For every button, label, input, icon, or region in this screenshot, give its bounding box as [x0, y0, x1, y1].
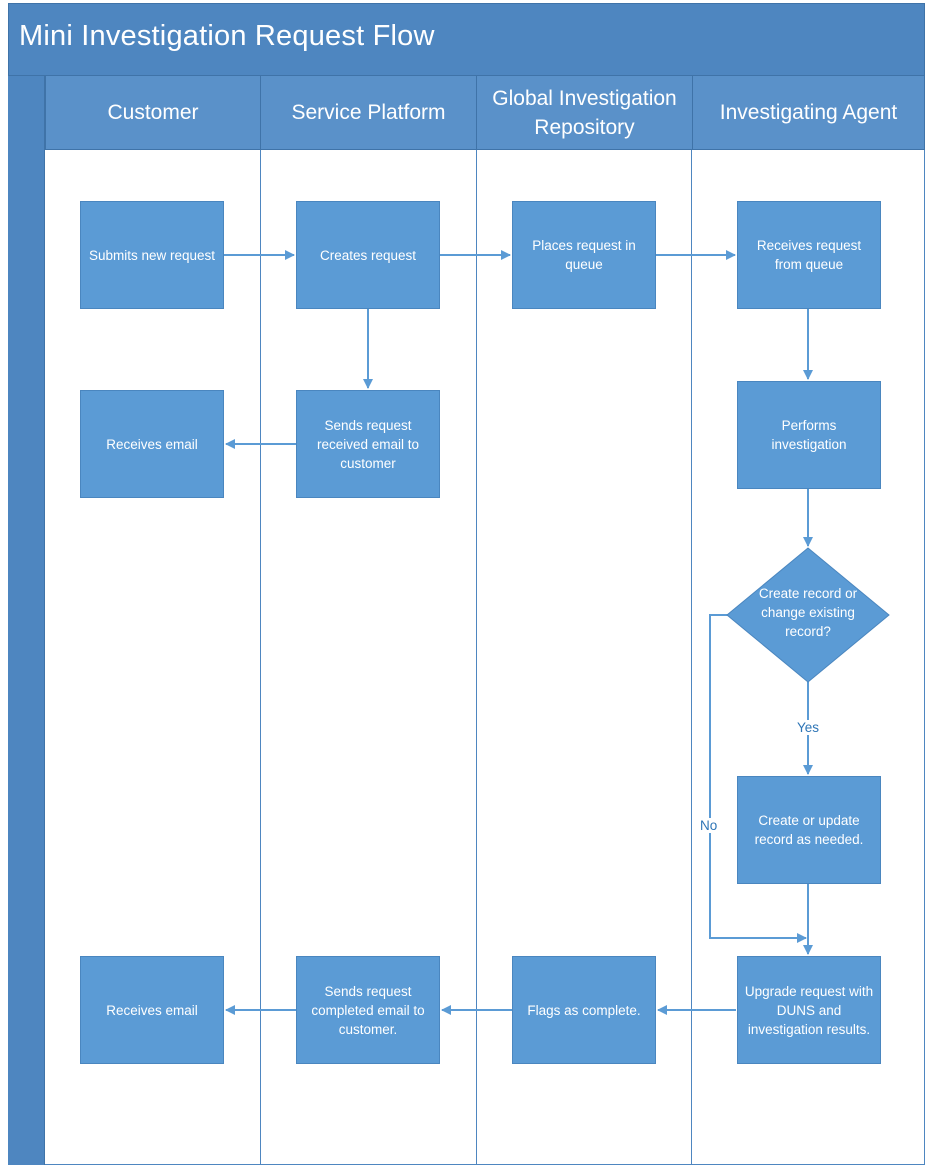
lane-divider [691, 150, 692, 1165]
step-send-received-email: Sends request received email to customer [296, 390, 440, 498]
step-send-completed-email: Sends request completed email to custome… [296, 956, 440, 1064]
arrow-decision-no [709, 614, 807, 943]
step-upgrade-request: Upgrade request with DUNS and investigat… [737, 956, 881, 1064]
lane-divider [260, 150, 261, 1165]
step-create-or-update-record: Create or update record as needed. [737, 776, 881, 884]
step-receive-from-queue: Receives request from queue [737, 201, 881, 309]
lane-header-investigating-agent: Investigating Agent [692, 76, 925, 150]
lane-divider [924, 150, 925, 1165]
step-submit-request: Submits new request [80, 201, 224, 309]
step-place-in-queue: Places request in queue [512, 201, 656, 309]
pool-band [8, 76, 45, 1165]
edge-label-yes: Yes [795, 720, 822, 735]
pool-bottom-border [45, 1164, 925, 1165]
lane-header-global-investigation-repository: Global Investigation Repository [476, 76, 692, 150]
step-receive-email-2: Receives email [80, 956, 224, 1064]
diagram-title: Mini Investigation Request Flow [19, 20, 435, 52]
lane-header-service-platform: Service Platform [260, 76, 476, 150]
lane-header-customer: Customer [45, 76, 260, 150]
decision-label: Create record or change existing record? [758, 586, 858, 639]
step-create-request: Creates request [296, 201, 440, 309]
lane-divider [476, 150, 477, 1165]
step-perform-investigation: Performs investigation [737, 381, 881, 489]
step-receive-email-1: Receives email [80, 390, 224, 498]
edge-label-no: No [698, 818, 720, 833]
decision-diamond [726, 547, 890, 683]
diagram-title-bar: Mini Investigation Request Flow [8, 3, 925, 76]
step-flag-complete: Flags as complete. [512, 956, 656, 1064]
